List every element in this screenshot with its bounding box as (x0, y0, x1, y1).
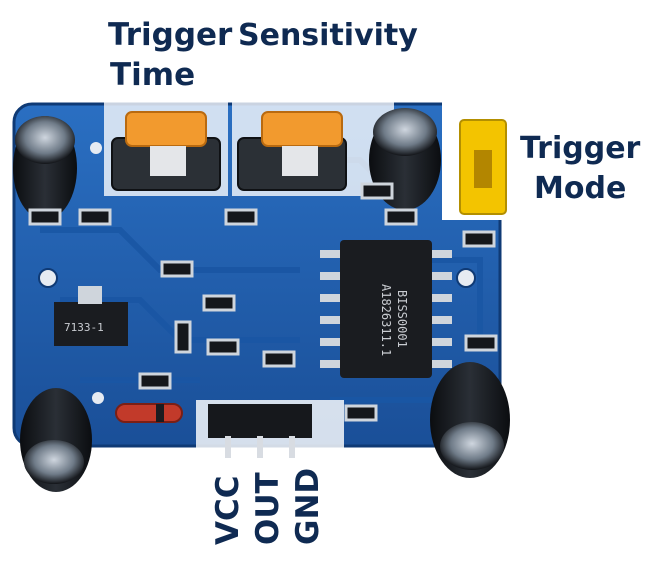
trigger-time-potentiometer (111, 111, 221, 191)
voltage-regulator: 7133-1 (54, 286, 128, 346)
diode (115, 403, 183, 423)
trigger-time-label-line1: Trigger (108, 17, 233, 53)
sensitivity-label: Sensitivity (238, 18, 418, 53)
chip-marking-line1: BISS0001 (395, 290, 409, 348)
pin-label-out: OUT (250, 472, 286, 545)
pin-header (208, 404, 312, 458)
trigger-time-label-line2: Time (110, 57, 195, 93)
pin-label-vcc: VCC (210, 476, 246, 546)
pin-label-gnd: GND (290, 468, 326, 545)
smd-resistors (28, 182, 498, 422)
capacitor-top-left (13, 116, 77, 220)
capacitor-bottom-right (430, 362, 510, 478)
sensitivity-potentiometer (237, 111, 347, 191)
capacitor-bottom-left (20, 388, 92, 492)
trigger-mode-jumper (459, 119, 507, 215)
trigger-mode-label-line1: Trigger (520, 131, 641, 166)
trigger-mode-label-line2: Mode (534, 171, 626, 206)
chip-marking-line2: A1826311.1 (379, 284, 393, 356)
regulator-marking: 7133-1 (64, 321, 104, 334)
biss0001-chip: BISS0001 A1826311.1 (320, 240, 452, 378)
